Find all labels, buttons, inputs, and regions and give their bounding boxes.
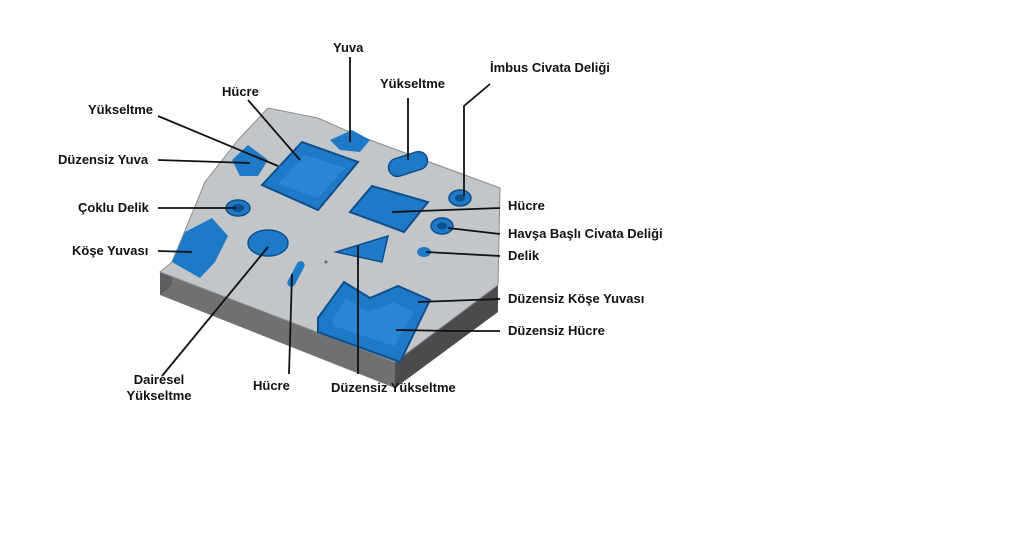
leader-hucre-top xyxy=(247,99,301,161)
label-hucre-bottom: Hücre xyxy=(253,378,290,393)
leader-duzensiz-hucre xyxy=(395,329,500,332)
label-imbus-civata-deligi: İmbus Civata Deliği xyxy=(490,60,610,75)
plain-hole xyxy=(417,247,431,257)
irregular-raised-triangle xyxy=(333,234,390,263)
multi-hole-inner xyxy=(232,204,244,212)
leader-delik xyxy=(425,251,501,257)
label-duzensiz-yuva: Düzensiz Yuva xyxy=(58,152,149,167)
square-pocket-floor xyxy=(278,155,345,198)
leader-duzensiz-kose-yuvasi xyxy=(417,298,501,303)
leader-hucre-bottom xyxy=(288,273,293,375)
label-duzensiz-hucre: Düzensiz Hücre xyxy=(508,323,605,338)
raised-boss xyxy=(387,150,429,178)
countersunk-hole-inner xyxy=(437,222,447,230)
center-mark xyxy=(324,260,328,264)
label-havsa-basli-civata-deligi: Havşa Başlı Civata Deliği xyxy=(508,226,663,241)
label-hucre-top: Hücre xyxy=(222,84,259,99)
label-dairesel-yukseltme: Dairesel Yükseltme xyxy=(126,372,192,403)
leader-duzensiz-yuva xyxy=(157,159,251,164)
socket-bolt-hole-inner xyxy=(455,194,465,202)
leader-kose-yuvasi xyxy=(157,250,193,253)
leader-yukseltme-left xyxy=(157,115,279,167)
label-kose-yuvasi: Köşe Yuvası xyxy=(72,243,149,258)
leader-havsa xyxy=(447,227,501,235)
irregular-slot xyxy=(232,145,268,176)
label-hucre-right: Hücre xyxy=(508,198,545,213)
leader-imbus xyxy=(463,83,491,196)
label-yukseltme-top: Yükseltme xyxy=(380,76,446,91)
leader-lines xyxy=(157,57,501,377)
label-duzensiz-kose-yuvasi: Düzensiz Köşe Yuvası xyxy=(508,291,645,306)
corner-pocket xyxy=(172,218,228,278)
leader-hucre-right xyxy=(391,207,501,213)
label-delik: Delik xyxy=(508,248,540,263)
circular-boss xyxy=(247,229,289,257)
right-pocket xyxy=(348,184,430,234)
label-yuva: Yuva xyxy=(333,40,364,55)
label-duzensiz-yukseltme: Düzensiz Yükseltme xyxy=(331,380,456,395)
irregular-pocket-floor xyxy=(332,298,414,346)
block-front-left-face xyxy=(160,272,395,388)
block-front-right-face xyxy=(395,285,498,388)
leader-dairesel-yukseltme xyxy=(161,246,269,377)
label-coklu-delik: Çoklu Delik xyxy=(78,200,149,215)
label-yukseltme-left: Yükseltme xyxy=(88,102,154,117)
